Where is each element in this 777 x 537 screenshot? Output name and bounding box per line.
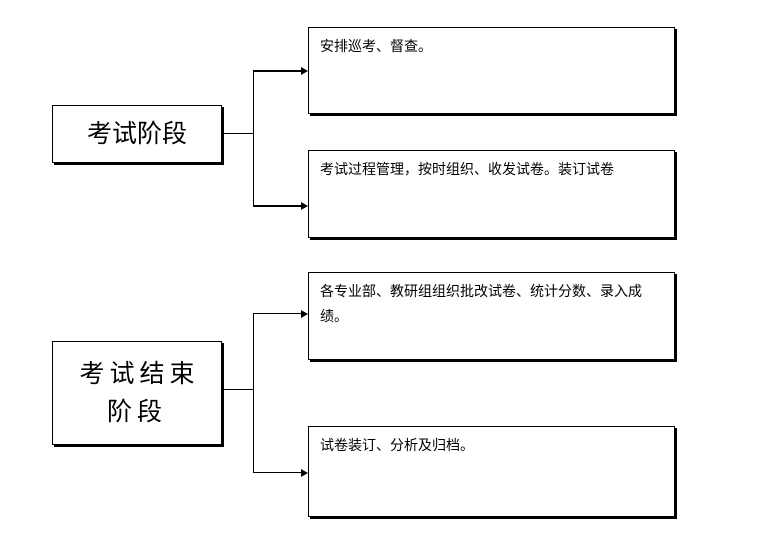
arrow-line-to-task-3 (253, 313, 301, 314)
task-text-2: 考试过程管理，按时组织、收发试卷。装订试卷 (320, 162, 614, 178)
stage-box-exam-end[interactable]: 考试结束 阶段 (52, 341, 222, 445)
arrow-head-to-task-2 (301, 202, 308, 210)
task-box-1[interactable]: 安排巡考、督查。 (308, 27, 675, 114)
connector-stub-group2 (222, 389, 254, 390)
arrow-head-to-task-3 (301, 310, 308, 318)
stage-label-exam-end: 考试结束 阶段 (79, 359, 200, 426)
arrow-line-to-task-1 (253, 70, 301, 72)
task-text-4: 试卷装订、分析及归档。 (320, 438, 474, 454)
stage-label-exam: 考试阶段 (86, 119, 187, 148)
connector-trunk-group2 (253, 313, 254, 473)
connector-trunk-group1 (253, 70, 254, 207)
arrow-head-to-task-1 (301, 67, 308, 75)
task-box-4[interactable]: 试卷装订、分析及归档。 (308, 426, 675, 517)
task-text-1: 安排巡考、督查。 (320, 39, 432, 55)
arrow-line-to-task-4 (253, 472, 301, 473)
arrow-line-to-task-2 (253, 205, 301, 207)
task-box-3[interactable]: 各专业部、教研组组织批改试卷、统计分数、录入成绩。 (308, 272, 675, 360)
connector-stub-group1 (222, 133, 254, 134)
stage-box-exam[interactable]: 考试阶段 (52, 105, 222, 163)
arrow-head-to-task-4 (301, 469, 308, 477)
task-text-3: 各专业部、教研组组织批改试卷、统计分数、录入成绩。 (320, 284, 642, 325)
task-box-2[interactable]: 考试过程管理，按时组织、收发试卷。装订试卷 (308, 150, 675, 238)
